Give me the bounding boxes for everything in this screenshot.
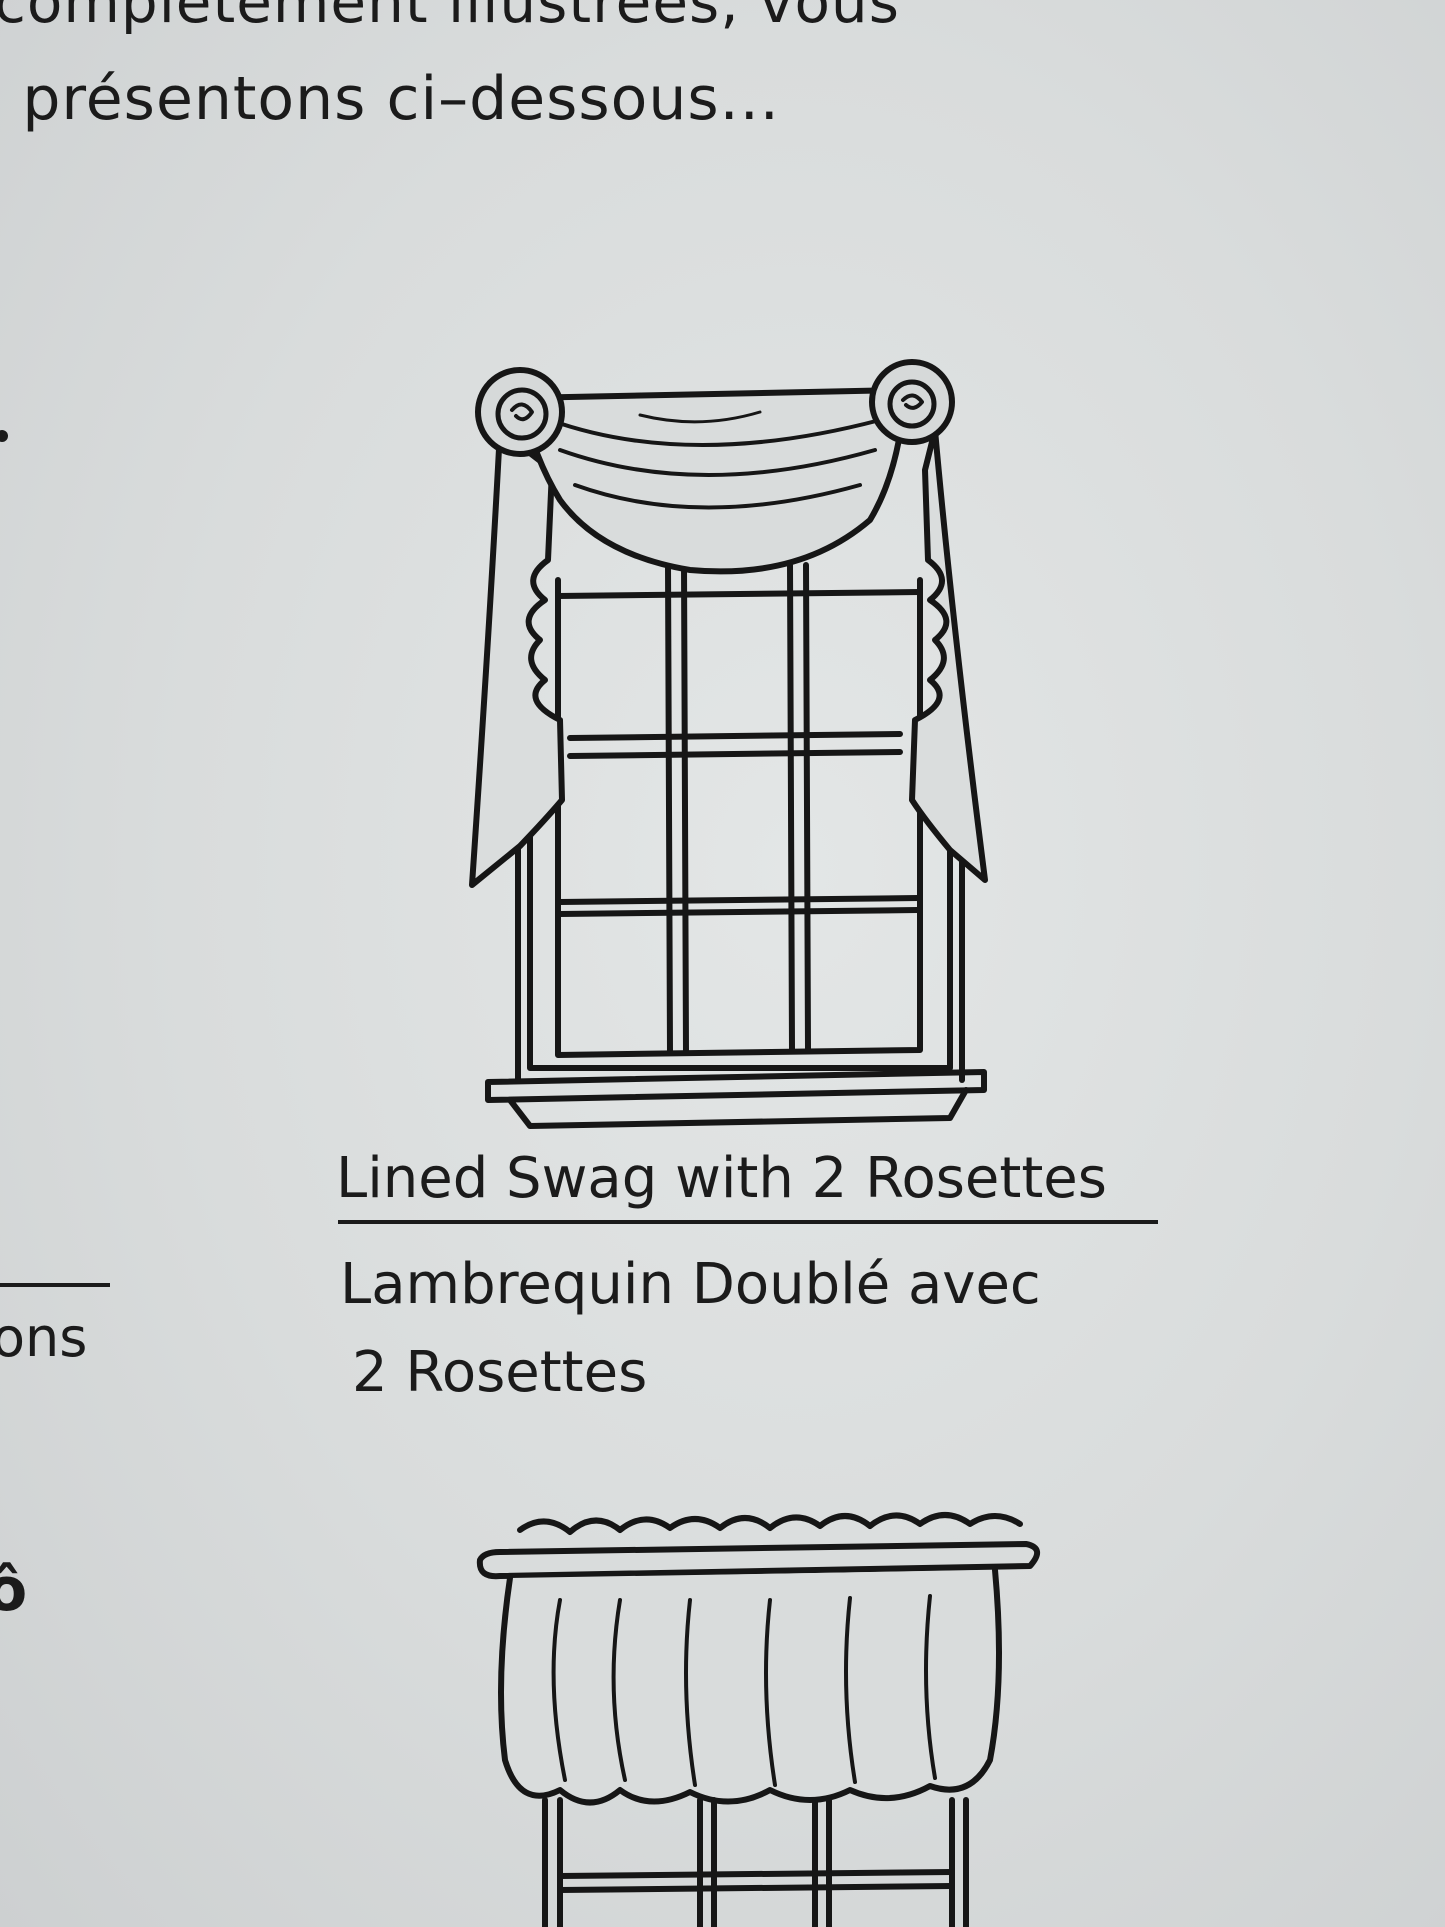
caption-divider (338, 1220, 1158, 1224)
caption-french-line-2: 2 Rosettes (352, 1340, 648, 1405)
right-rosette-illustration (869, 359, 955, 445)
side-glyph-fragment: ô (0, 1555, 28, 1625)
left-jabot-illustration (469, 427, 565, 888)
swag-illustration (517, 387, 908, 575)
side-caption-divider (0, 1283, 110, 1287)
intro-text-line-1: complètement illustrées, vous (0, 0, 900, 36)
window-frame-illustration (485, 562, 987, 1129)
right-jabot-illustration (909, 427, 988, 883)
intro-text-line-2: s présentons ci–dessous... (0, 64, 780, 134)
balloon-valance-illustration (476, 1512, 1040, 1927)
caption-english: Lined Swag with 2 Rosettes (336, 1146, 1107, 1211)
margin-dot (0, 430, 8, 442)
caption-french-line-1: Lambrequin Doublé avec (340, 1252, 1041, 1317)
left-rosette-illustration (475, 367, 565, 457)
side-caption-fragment: ons (0, 1306, 88, 1369)
